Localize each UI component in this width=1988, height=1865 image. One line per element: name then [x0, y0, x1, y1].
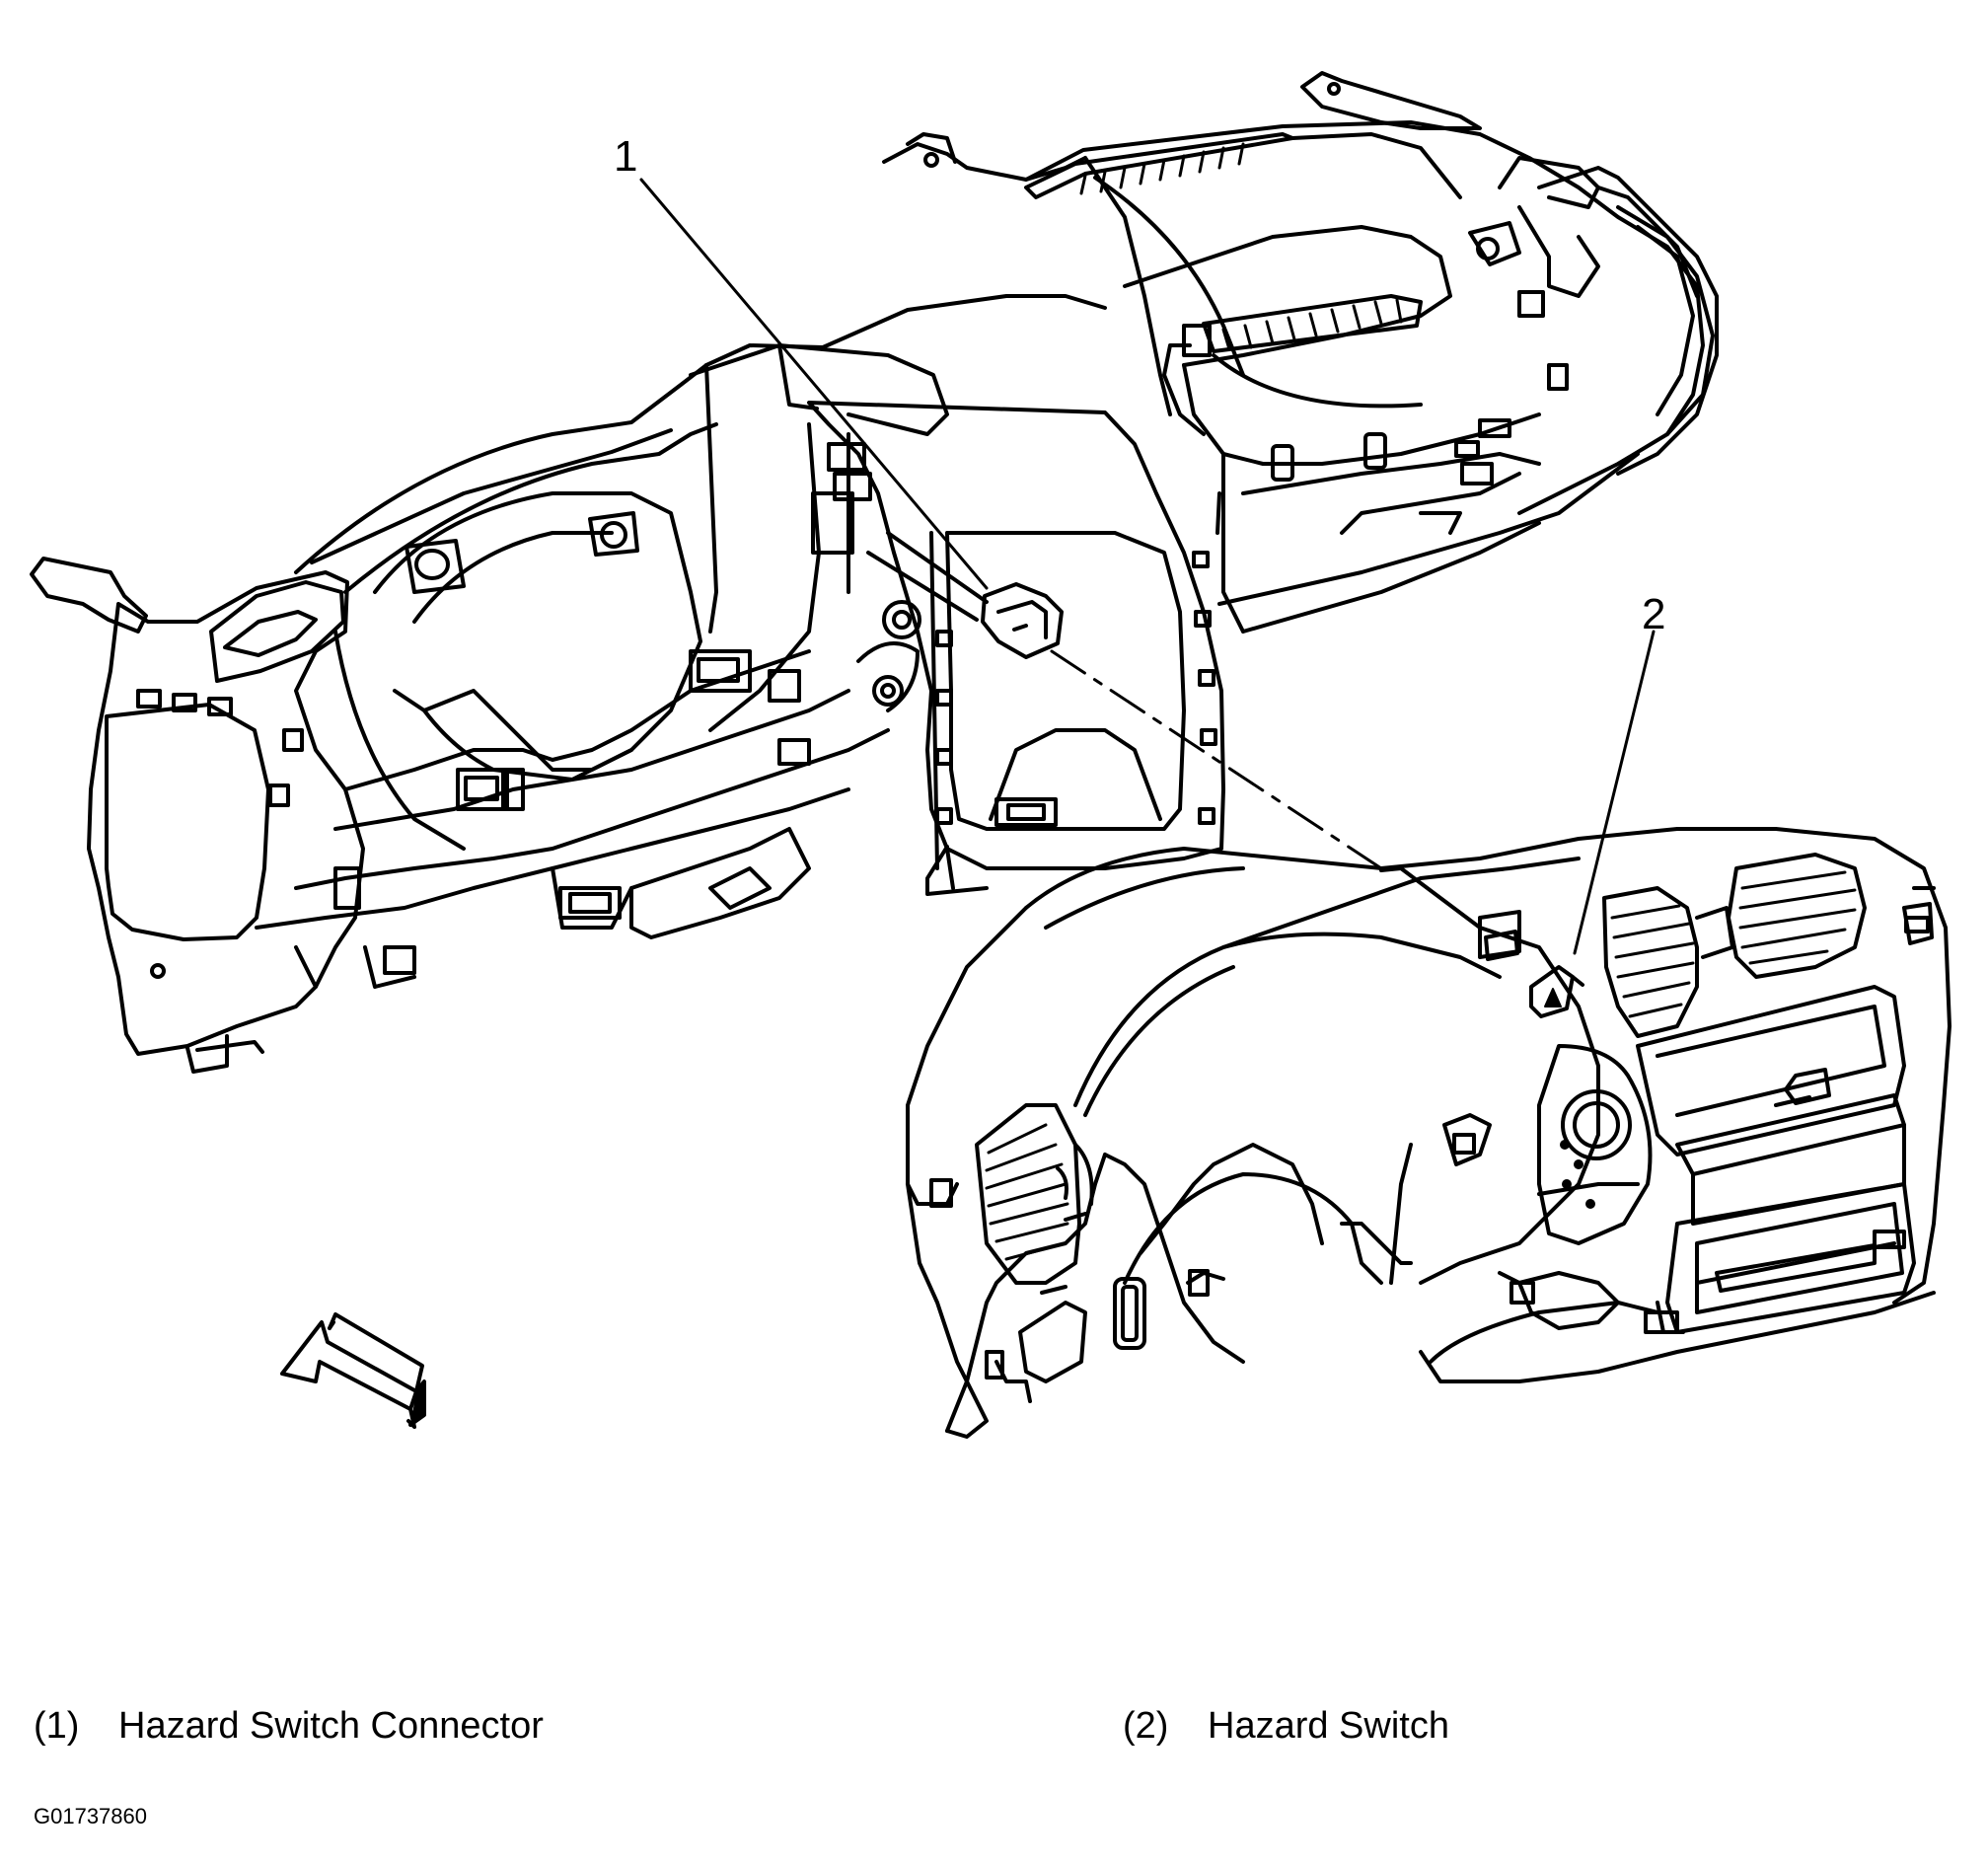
- instrument-panel-carrier: [30, 71, 1719, 1074]
- leader-line-1: [639, 178, 989, 590]
- legend-item-1: (1) Hazard Switch Connector: [34, 1705, 544, 1748]
- figure-id: G01737860: [34, 1804, 147, 1828]
- callout-number-2: 2: [1642, 590, 1666, 638]
- hazard-switch-connector: [866, 531, 1064, 659]
- hazard-triangle-icon: [1544, 988, 1562, 1007]
- hazard-switch: [1529, 965, 1575, 1018]
- legend-label: Hazard Switch: [1208, 1705, 1449, 1747]
- legend-number: (1): [34, 1705, 80, 1747]
- connection-dashed-line: [1050, 649, 1383, 870]
- leader-line-2: [1573, 630, 1656, 955]
- legend-number: (2): [1123, 1705, 1169, 1747]
- callout-leaders: [639, 178, 1656, 955]
- instrument-panel: [906, 827, 1951, 1439]
- callout-number-1: 1: [614, 132, 638, 181]
- legend-item-2: (2) Hazard Switch: [1123, 1705, 1449, 1748]
- legend-label: Hazard Switch Connector: [118, 1705, 544, 1747]
- view-direction-arrow-icon: [280, 1312, 426, 1429]
